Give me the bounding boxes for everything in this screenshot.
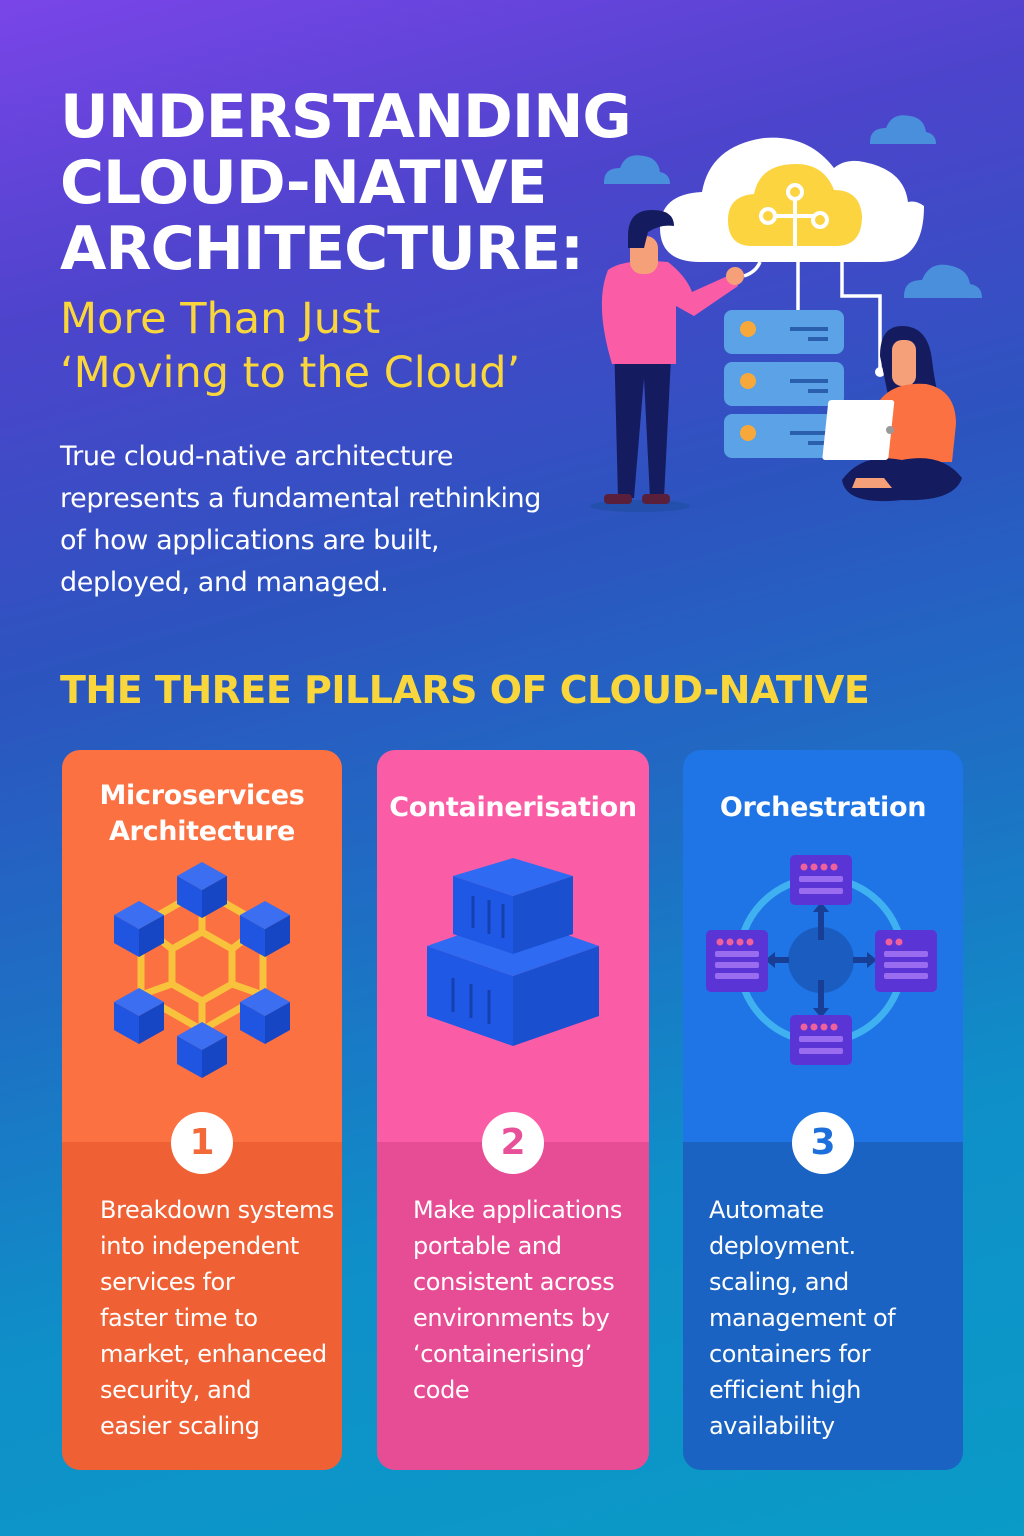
cloud-network-illustration bbox=[590, 115, 982, 512]
desc-line: Breakdown systems bbox=[100, 1196, 335, 1224]
pillar-card-orchestration: Orchestration bbox=[683, 750, 963, 1470]
orchestration-cycle-icon bbox=[683, 850, 963, 1130]
desc-line: easier scaling bbox=[100, 1412, 260, 1440]
desc-line: market, enhanceed bbox=[100, 1340, 327, 1368]
card-bottom-panel bbox=[683, 1142, 963, 1470]
stacked-containers-icon bbox=[377, 850, 649, 1130]
card-title: Microservices Architecture bbox=[62, 778, 342, 850]
card-description: Make applications portable and consisten… bbox=[413, 1192, 635, 1408]
desc-line: faster time to bbox=[100, 1304, 258, 1332]
desc-line: environments by bbox=[413, 1304, 610, 1332]
desc-line: deployment. bbox=[709, 1232, 856, 1260]
server-stack-icon bbox=[724, 310, 844, 458]
desc-line: portable and bbox=[413, 1232, 562, 1260]
title-line: ARCHITECTURE: bbox=[60, 214, 584, 284]
card-title-line: Architecture bbox=[108, 816, 296, 847]
subtitle-line: More Than Just bbox=[60, 294, 381, 344]
hexagon-cubes-network-icon bbox=[62, 850, 342, 1130]
pillar-card-microservices: Microservices Architecture bbox=[62, 750, 342, 1470]
desc-line: ‘containerising’ bbox=[413, 1340, 592, 1368]
card-title-line: Orchestration bbox=[719, 792, 927, 823]
page-subtitle: More Than Just ‘Moving to the Cloud’ bbox=[60, 292, 620, 400]
title-line: CLOUD-NATIVE bbox=[60, 148, 547, 218]
title-line: UNDERSTANDING bbox=[60, 82, 632, 152]
card-title: Orchestration bbox=[683, 790, 963, 826]
intro-paragraph: True cloud-native architecture represent… bbox=[60, 436, 580, 604]
subtitle-line: ‘Moving to the Cloud’ bbox=[60, 348, 521, 398]
desc-line: Make applications bbox=[413, 1196, 622, 1224]
intro-line: of how applications are built, bbox=[60, 525, 440, 556]
desc-line: efficient high bbox=[709, 1376, 861, 1404]
pillar-card-containerisation: Containerisation 2 Make applications por… bbox=[377, 750, 649, 1470]
small-cloud-icon bbox=[604, 115, 982, 298]
intro-line: deployed, and managed. bbox=[60, 567, 389, 598]
desc-line: into independent bbox=[100, 1232, 299, 1260]
desc-line: security, and bbox=[100, 1376, 252, 1404]
node-card bbox=[790, 855, 852, 905]
card-bottom-panel bbox=[62, 1142, 342, 1470]
intro-line: represents a fundamental rethinking bbox=[60, 483, 542, 514]
card-title-line: Microservices bbox=[99, 780, 305, 811]
desc-line: code bbox=[413, 1376, 470, 1404]
person-with-laptop bbox=[822, 326, 962, 502]
card-bottom-panel bbox=[377, 1142, 649, 1470]
page-title: UNDERSTANDING CLOUD-NATIVE ARCHITECTURE: bbox=[60, 84, 640, 282]
pillar-number-badge: 3 bbox=[792, 1112, 854, 1174]
pillars-heading: THE THREE PILLARS OF CLOUD-NATIVE bbox=[60, 668, 870, 712]
desc-line: availability bbox=[709, 1412, 835, 1440]
person-standing bbox=[590, 210, 744, 512]
card-description: Breakdown systems into independent servi… bbox=[100, 1192, 335, 1444]
desc-line: consistent across bbox=[413, 1268, 615, 1296]
desc-line: services for bbox=[100, 1268, 235, 1296]
desc-line: scaling, and bbox=[709, 1268, 849, 1296]
intro-line: True cloud-native architecture bbox=[60, 441, 454, 472]
hero-illustration bbox=[580, 100, 1000, 520]
card-title-line: Containerisation bbox=[389, 792, 637, 823]
desc-line: containers for bbox=[709, 1340, 871, 1368]
pillar-number-badge: 1 bbox=[171, 1112, 233, 1174]
card-description: Automate deployment. scaling, and manage… bbox=[709, 1192, 949, 1444]
desc-line: management of bbox=[709, 1304, 896, 1332]
card-title: Containerisation bbox=[377, 790, 649, 826]
pillar-number-badge: 2 bbox=[482, 1112, 544, 1174]
desc-line: Automate bbox=[709, 1196, 824, 1224]
